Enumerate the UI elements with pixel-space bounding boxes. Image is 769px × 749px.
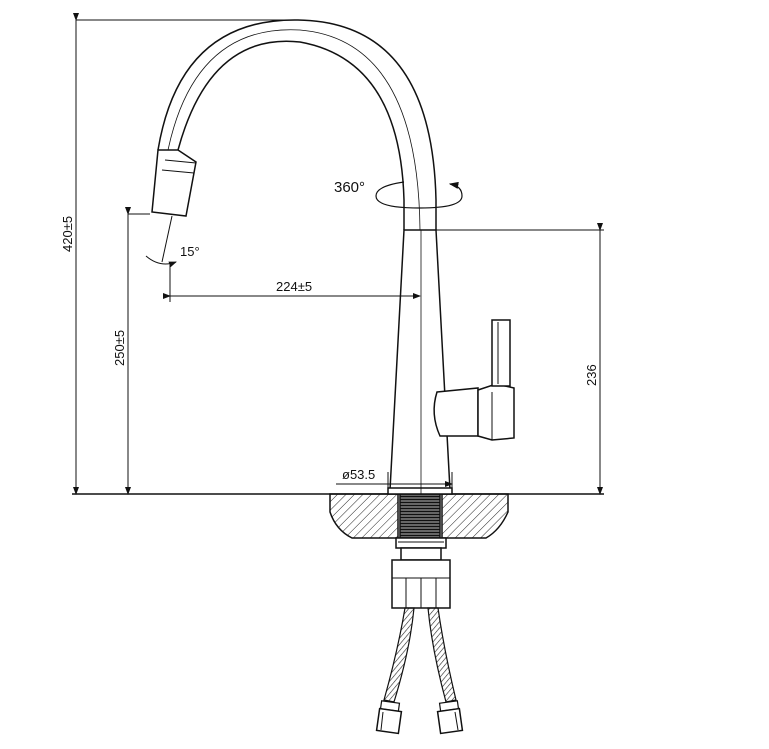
mounting-hardware [391,537,451,609]
spout-height-label: 250±5 [112,330,127,366]
dim-total-height [73,13,300,495]
swivel-arrow [375,181,463,209]
dim-body-height [436,223,604,495]
tilt-indicator [145,215,177,268]
braided-hoses [375,607,464,735]
base-diameter-label: ø53.5 [342,467,375,482]
swivel-label: 360° [334,179,365,196]
dim-base-diameter [336,472,453,488]
faucet-body [387,229,453,495]
total-height-label: 420±5 [60,216,75,252]
faucet-handle [433,319,515,441]
body-height-label: 236 [584,364,599,386]
dim-reach [163,262,421,302]
dim-spout-height [125,207,150,495]
counter-section [329,493,509,539]
gooseneck-spout [151,19,437,231]
reach-label: 224±5 [276,279,312,294]
tilt-label: 15° [180,244,200,259]
